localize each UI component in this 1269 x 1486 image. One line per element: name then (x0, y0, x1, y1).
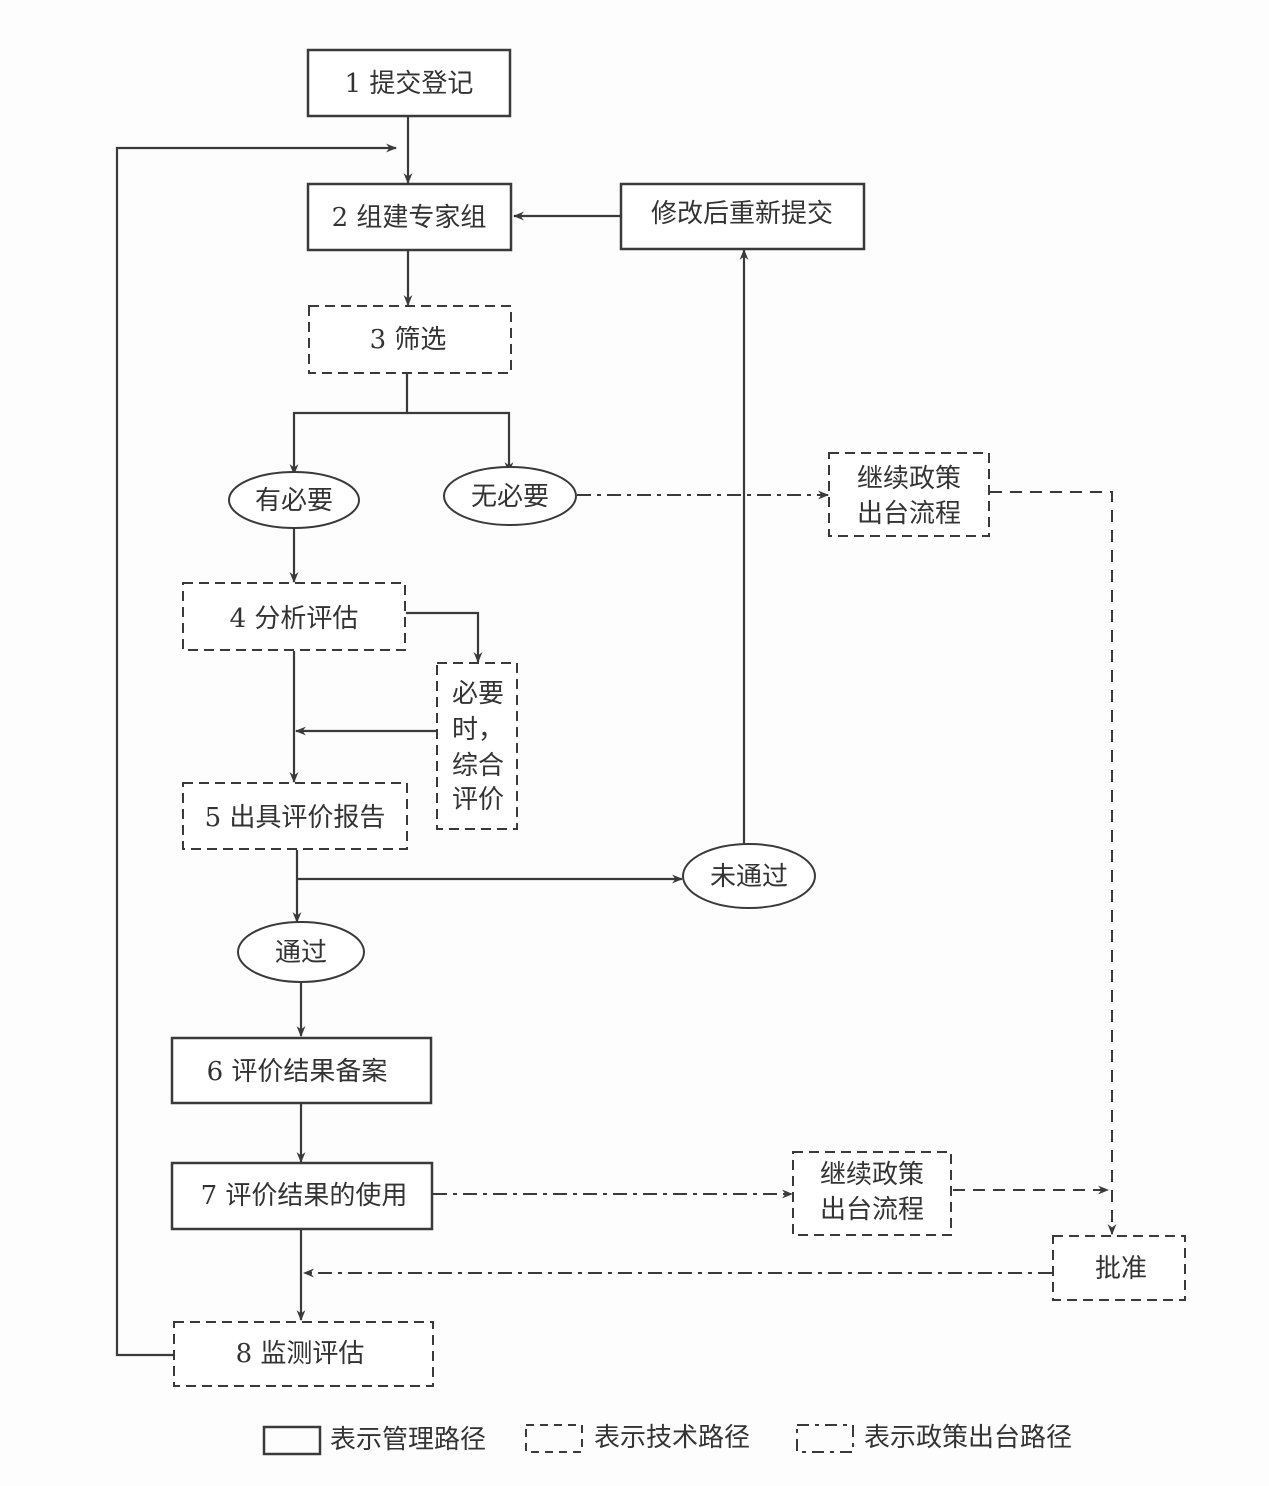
node-failed: 未通过 (682, 843, 816, 909)
legend-management-label: 表示管理路径 (330, 1425, 486, 1455)
legend-policy-label: 表示政策出台路径 (864, 1423, 1072, 1453)
connectors (115, 117, 1117, 1357)
node-approve-label: 批准 (1095, 1254, 1147, 1284)
legend: 表示管理路径 表示技术路径 表示政策出台路径 (262, 1423, 1072, 1456)
arrow-8-loop-to-2 (115, 143, 398, 1357)
node-policy-2-line1: 继续政策 (820, 1160, 924, 1190)
node-approve: 批准 (1052, 1235, 1186, 1301)
arrow-policy1-to-approve (990, 491, 1117, 1236)
node-comprehensive: 必要 时， 综合 评价 (436, 662, 518, 830)
legend-technical-label: 表示技术路径 (594, 1423, 750, 1453)
node-5: 5 出具评价报告 (182, 782, 408, 850)
node-necessary: 有必要 (228, 471, 360, 529)
arrow-3-to-unnecessary (407, 411, 514, 474)
node-resubmit-label: 修改后重新提交 (651, 199, 833, 229)
node-4-label: 4 分析评估 (230, 604, 359, 634)
node-comprehensive-line3: 综合 (452, 751, 504, 781)
node-comprehensive-line2: 时， (452, 715, 504, 745)
node-failed-label: 未通过 (710, 862, 788, 892)
node-policy-2-line2: 出台流程 (820, 1195, 924, 1225)
node-7-label: 7 评价结果的使用 (201, 1181, 408, 1211)
node-8: 8 监测评估 (173, 1321, 434, 1387)
node-comprehensive-line4: 评价 (452, 785, 504, 815)
node-5-label: 5 出具评价报告 (205, 803, 386, 833)
node-7: 7 评价结果的使用 (170, 1161, 434, 1231)
node-policy-1-line1: 继续政策 (857, 464, 961, 494)
node-policy-1: 继续政策 出台流程 (828, 452, 990, 537)
legend-management-swatch (262, 1425, 322, 1456)
node-4: 4 分析评估 (182, 582, 406, 651)
node-8-label: 8 监测评估 (236, 1339, 365, 1369)
legend-policy: 表示政策出台路径 (796, 1423, 1072, 1453)
node-resubmit: 修改后重新提交 (619, 182, 866, 251)
legend-technical: 表示技术路径 (525, 1423, 750, 1453)
node-necessary-label: 有必要 (255, 486, 333, 516)
node-comprehensive-line1: 必要 (452, 679, 504, 709)
node-passed: 通过 (237, 921, 365, 983)
node-policy-1-line2: 出台流程 (857, 499, 961, 529)
node-passed-label: 通过 (275, 938, 327, 968)
node-1: 1 提交登记 (306, 48, 512, 118)
legend-policy-swatch (796, 1424, 854, 1453)
node-unnecessary-label: 无必要 (471, 482, 549, 512)
node-6: 6 评价结果备案 (170, 1036, 433, 1105)
node-3: 3 筛选 (308, 305, 512, 374)
arrow-4-to-comprehensive (406, 611, 483, 664)
node-2: 2 组建专家组 (306, 182, 513, 252)
node-6-label: 6 评价结果备案 (207, 1057, 388, 1087)
legend-management: 表示管理路径 (262, 1425, 486, 1456)
node-policy-2: 继续政策 出台流程 (792, 1151, 952, 1236)
arrow-3-to-necessary (289, 374, 409, 476)
node-1-label: 1 提交登记 (345, 69, 474, 99)
legend-technical-swatch (525, 1424, 583, 1453)
node-unnecessary: 无必要 (443, 466, 577, 526)
node-2-label: 2 组建专家组 (332, 203, 487, 233)
node-3-label: 3 筛选 (370, 325, 447, 355)
